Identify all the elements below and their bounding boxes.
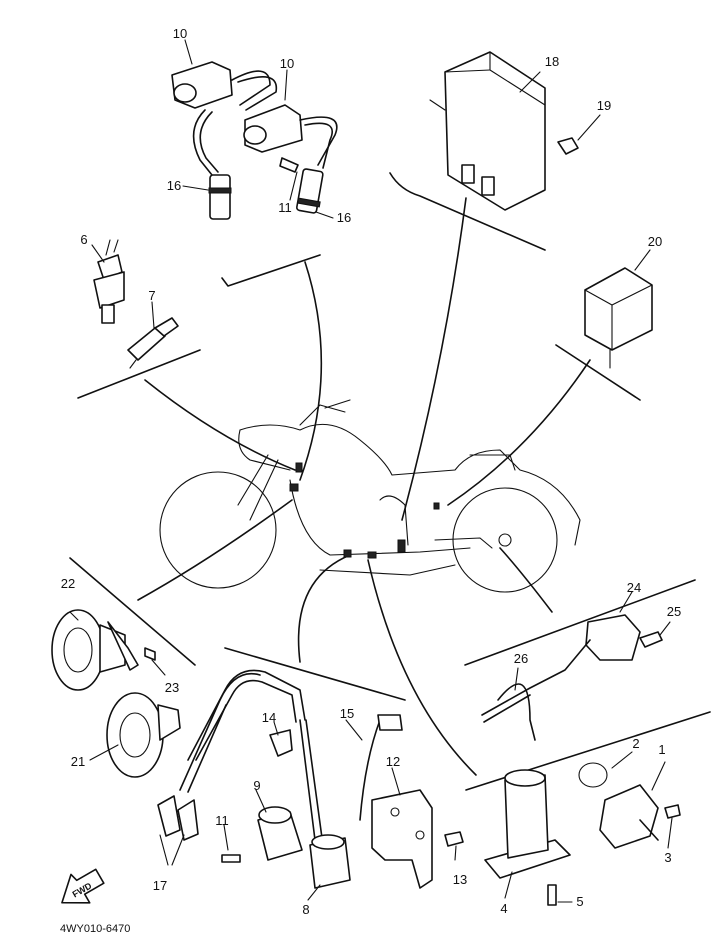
callout-3: 3: [664, 850, 671, 865]
callout-13: 13: [453, 872, 467, 887]
callout-20: 20: [648, 234, 662, 249]
callout-17: 17: [153, 878, 167, 893]
bracket-12: [371, 767, 464, 889]
callout-23: 23: [165, 680, 179, 695]
callout-24: 24: [627, 580, 641, 595]
callout-22: 22: [61, 576, 75, 591]
callout-12: 12: [386, 754, 400, 769]
callout-2: 2: [632, 736, 639, 751]
sensors-6-7: [91, 239, 179, 369]
callout-10b: 10: [280, 56, 294, 71]
callout-18: 18: [545, 54, 559, 69]
callout-14: 14: [262, 710, 276, 725]
callout-4: 4: [500, 901, 507, 916]
drawing-code: 4WY010-6470: [60, 923, 130, 935]
callout-6: 6: [80, 232, 87, 247]
callout-9: 9: [253, 778, 260, 793]
relay: [584, 249, 653, 369]
callout-10a: 10: [173, 26, 187, 41]
callout-26: 26: [514, 651, 528, 666]
callouts: 1 2 3 4 5 6 7 8 9 10 10 11 11 12 13 14 1…: [60, 26, 681, 935]
callout-16b: 16: [337, 210, 351, 225]
speed-sensor: [481, 591, 671, 741]
callout-21: 21: [71, 754, 85, 769]
leader-lines: [137, 197, 591, 776]
ignition-coil-assembly-lower: [157, 669, 403, 901]
callout-7: 7: [148, 288, 155, 303]
callout-1: 1: [658, 742, 665, 757]
callout-25: 25: [667, 604, 681, 619]
group-brackets: [69, 172, 711, 791]
callout-11a: 11: [278, 200, 292, 215]
ignition-coil-assembly-upper: [171, 39, 338, 220]
sensor-4-5: [484, 769, 573, 906]
motorcycle-outline: [159, 399, 581, 593]
callout-11b: 11: [215, 813, 229, 828]
callout-8: 8: [302, 902, 309, 917]
callout-19: 19: [597, 98, 611, 113]
sensor-1-2-3: [578, 751, 681, 849]
callout-5: 5: [576, 894, 583, 909]
ecu-unit: [429, 51, 601, 211]
callout-16a: 16: [167, 178, 181, 193]
callout-15: 15: [340, 706, 354, 721]
fwd-arrow: [61, 868, 105, 904]
horns: [51, 609, 181, 778]
